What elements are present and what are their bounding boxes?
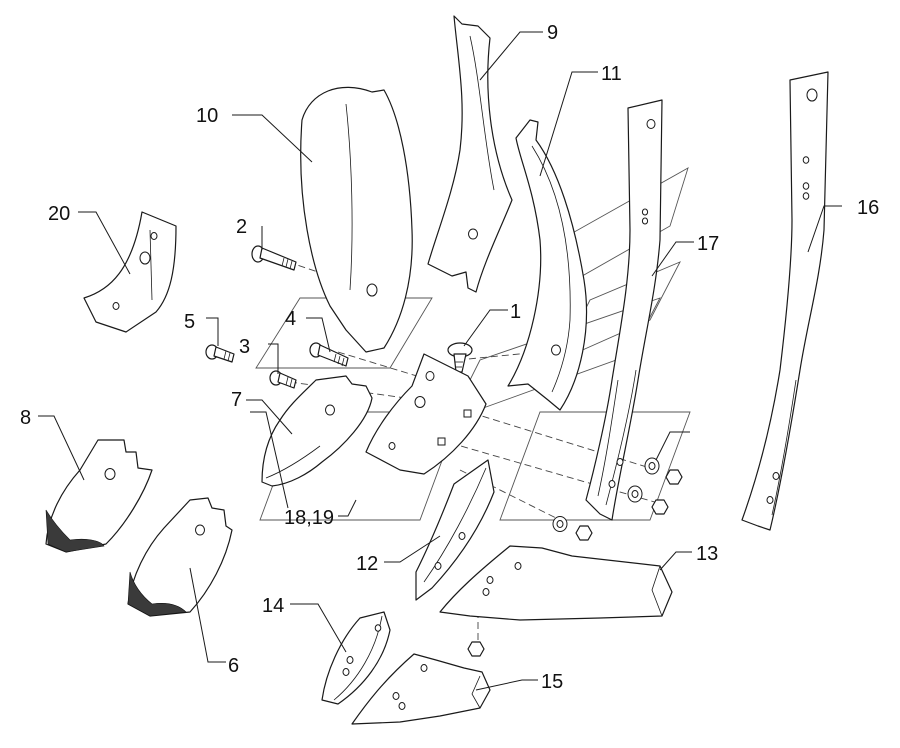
part-15-plate [351, 653, 491, 725]
callout-5: 5 [184, 311, 195, 333]
callout-3: 3 [239, 336, 250, 358]
callout-16: 16 [857, 197, 879, 219]
part-12-blade [415, 459, 495, 601]
part-18-19-bracket [365, 353, 487, 475]
part-6-share [127, 497, 233, 617]
callout-20: 20 [48, 203, 70, 225]
part-2-bolt [251, 245, 297, 271]
part-13-wing [439, 545, 673, 621]
part-5-bolt [205, 344, 235, 363]
callout-14: 14 [262, 595, 284, 617]
part-4-bolt [309, 342, 349, 367]
part-17-shank [585, 99, 663, 521]
callout-6: 6 [228, 655, 239, 677]
callout-1: 1 [510, 301, 521, 323]
part-3-bolt [269, 370, 297, 389]
callout-4: 4 [285, 308, 296, 330]
callout-8: 8 [20, 407, 31, 429]
part-1-bolt [447, 342, 473, 373]
callout-15: 15 [541, 671, 563, 693]
part-7-point [261, 375, 373, 487]
part-16-shank [741, 71, 829, 531]
callout-2: 2 [236, 216, 247, 238]
callout-labels: 1 2 3 4 5 6 7 8 9 10 11 12 13 14 15 16 1… [20, 22, 879, 693]
callout-11: 11 [601, 63, 622, 85]
part-10-mouldboard [300, 86, 413, 353]
leader-lines [38, 31, 842, 691]
part-11-side-plate [507, 119, 588, 411]
callout-17: 17 [697, 233, 719, 255]
callout-13: 13 [696, 543, 718, 565]
part-9-curved-guard [427, 15, 513, 293]
part-8-share [45, 439, 153, 553]
part-20-wear-block [83, 211, 177, 333]
callout-9: 9 [547, 22, 558, 44]
callout-18-19: 18,19 [284, 507, 334, 529]
callout-10: 10 [196, 105, 218, 127]
fastener-washers-nuts [467, 457, 683, 657]
callout-12: 12 [356, 553, 378, 575]
callout-7: 7 [231, 389, 242, 411]
